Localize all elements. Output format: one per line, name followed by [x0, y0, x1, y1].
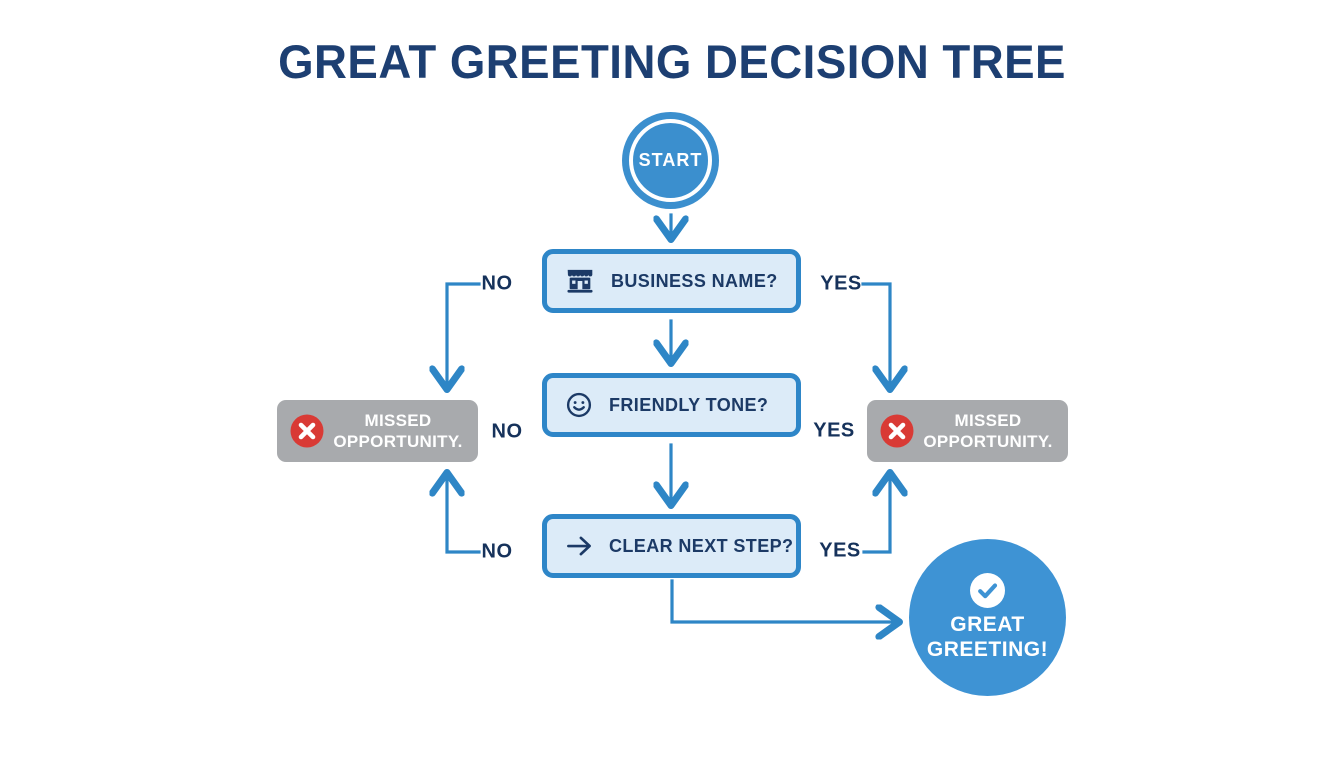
- check-circle-icon: [970, 572, 1005, 608]
- arrow-business-no: [447, 282, 481, 388]
- missed-opportunity-text: MISSED OPPORTUNITY.: [333, 410, 463, 451]
- success-text-line1: GREAT: [950, 612, 1025, 636]
- diagram-title: GREAT GREETING DECISION TREE: [278, 35, 1066, 88]
- missed-opportunity-node-left: MISSED OPPORTUNITY.: [277, 400, 478, 462]
- smiley-icon: [564, 390, 594, 420]
- node-label-business-name: BUSINESS NAME?: [611, 270, 778, 291]
- node-label-friendly-tone: FRIENDLY TONE?: [609, 394, 769, 415]
- branch-label-yes-business: YES: [820, 272, 862, 295]
- great-greeting-node: GREAT GREETING!: [909, 539, 1066, 696]
- arrow-step-to-success: [670, 579, 898, 622]
- arrow-right-icon: [564, 531, 594, 561]
- x-circle-icon: [290, 414, 324, 448]
- missed-opportunity-node-right: MISSED OPPORTUNITY.: [867, 400, 1068, 462]
- branch-label-no-step: NO: [481, 540, 513, 563]
- branch-label-yes-tone: YES: [813, 419, 855, 442]
- start-node: START: [622, 112, 719, 209]
- start-label: START: [638, 150, 703, 170]
- branch-label-no-tone: NO: [491, 420, 523, 443]
- decision-node-friendly-tone: FRIENDLY TONE?: [542, 373, 801, 437]
- arrow-step-yes: [862, 474, 890, 554]
- branch-label-no-business: NO: [481, 272, 513, 295]
- decision-node-clear-next-step: CLEAR NEXT STEP?: [542, 514, 801, 578]
- success-text-line2: GREETING!: [926, 637, 1049, 661]
- branch-label-yes-step: YES: [819, 539, 861, 562]
- missed-opportunity-text: MISSED OPPORTUNITY.: [923, 410, 1053, 451]
- arrow-step-no: [447, 474, 481, 554]
- decision-node-business-name: BUSINESS NAME?: [542, 249, 801, 313]
- node-label-clear-next-step: CLEAR NEXT STEP?: [609, 535, 794, 556]
- arrow-business-yes: [861, 282, 890, 388]
- x-circle-icon: [880, 414, 914, 448]
- storefront-icon: [564, 266, 596, 296]
